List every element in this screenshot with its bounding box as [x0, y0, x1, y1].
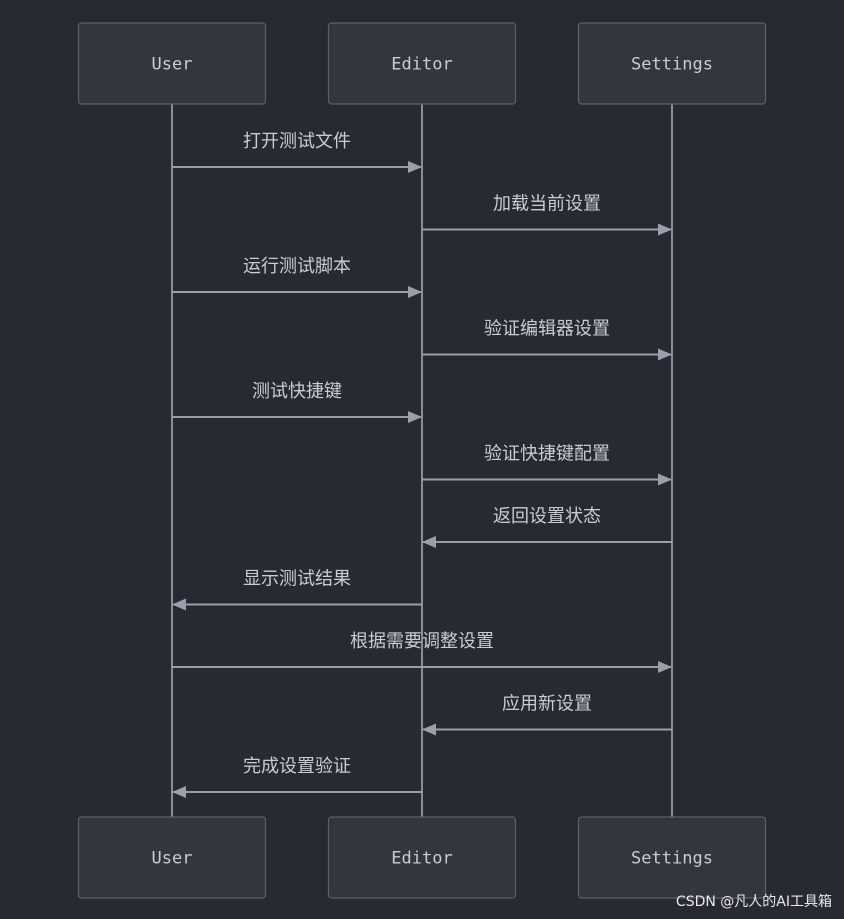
message-label: 加载当前设置: [493, 194, 601, 215]
actor-settings-top: Settings: [577, 22, 767, 105]
actor-box: [77, 22, 267, 105]
actor-box: [327, 816, 517, 899]
message-4: 验证编辑器设置: [422, 319, 672, 361]
actor-user-bottom: User: [77, 816, 267, 899]
actor-box: [77, 816, 267, 899]
actor-box: [577, 816, 767, 899]
message-label: 测试快捷键: [252, 381, 342, 402]
message-3: 运行测试脚本: [172, 256, 422, 298]
message-11: 完成设置验证: [172, 756, 422, 798]
message-8: 显示测试结果: [172, 569, 422, 611]
lifelines: [171, 104, 673, 817]
actor-settings-bottom: Settings: [577, 816, 767, 899]
message-1: 打开测试文件: [172, 131, 422, 173]
message-label: 打开测试文件: [243, 131, 351, 152]
actor-label: Settings: [631, 55, 713, 75]
actor-label: Editor: [391, 55, 452, 75]
message-label: 验证编辑器设置: [484, 319, 610, 340]
watermark: CSDN @凡人的AI工具箱: [675, 894, 832, 910]
actor-user-top: User: [77, 22, 267, 105]
actor-label: User: [152, 55, 193, 75]
message-5: 测试快捷键: [172, 381, 422, 423]
actor-label: Settings: [631, 849, 713, 869]
actor-editor-top: Editor: [327, 22, 517, 105]
message-9: 根据需要调整设置: [172, 631, 672, 673]
actor-box: [327, 22, 517, 105]
actor-label: User: [152, 849, 193, 869]
actor-label: Editor: [391, 849, 452, 869]
actor-box: [577, 22, 767, 105]
message-label: 返回设置状态: [493, 506, 601, 527]
message-6: 验证快捷键配置: [422, 444, 672, 486]
message-label: 显示测试结果: [243, 569, 351, 590]
message-10: 应用新设置: [422, 694, 672, 736]
message-label: 应用新设置: [502, 694, 592, 715]
messages: 打开测试文件加载当前设置运行测试脚本验证编辑器设置测试快捷键验证快捷键配置返回设…: [172, 131, 672, 798]
actor-editor-bottom: Editor: [327, 816, 517, 899]
message-7: 返回设置状态: [422, 506, 672, 548]
message-2: 加载当前设置: [422, 194, 672, 236]
message-label: 根据需要调整设置: [350, 631, 494, 652]
message-label: 验证快捷键配置: [484, 444, 610, 465]
message-label: 运行测试脚本: [243, 256, 351, 277]
message-label: 完成设置验证: [243, 756, 351, 777]
